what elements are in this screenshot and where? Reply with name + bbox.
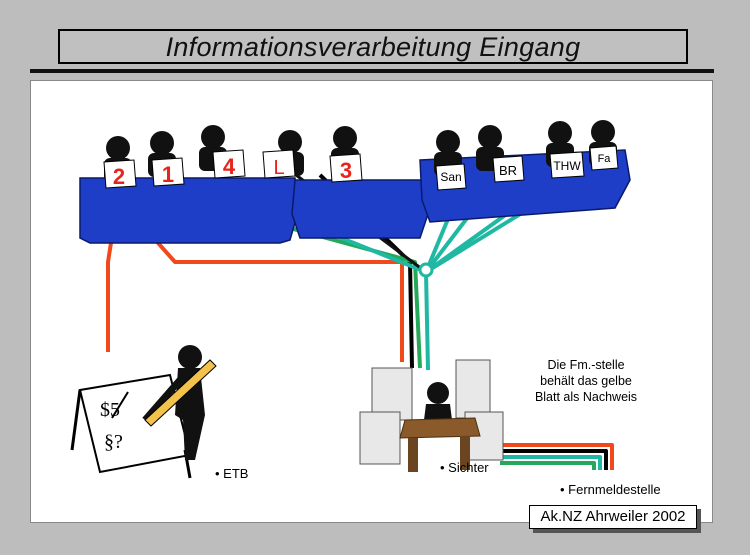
fernmelde-red [500, 443, 614, 470]
title-box: Informationsverarbeitung Eingang [58, 29, 688, 64]
etb-figure: $5 §? [70, 345, 217, 479]
note-line: Blatt als Nachweis [534, 390, 638, 404]
desk-sign-4: 4 [223, 154, 236, 179]
title-underline [30, 69, 714, 73]
junction-node [418, 262, 434, 278]
desk-sign-2: 2 [113, 164, 125, 189]
desk-sign-fa: Fa [598, 153, 612, 165]
sichter-figure [359, 359, 504, 472]
desk-sign-l: L [273, 157, 284, 179]
svg-text:$5: $5 [100, 399, 120, 421]
desk-sign-san: San [440, 170, 461, 184]
fernmelde-green [500, 461, 596, 470]
fernmelde-black [500, 449, 608, 470]
label-etb: • ETB [215, 466, 249, 481]
note-fm-stelle: Die Fm.-stelle behält das gelbe Blatt al… [512, 357, 660, 405]
note-line: behält das gelbe [540, 374, 632, 388]
fernmelde-teal [500, 455, 602, 470]
slide-title: Informationsverarbeitung Eingang [165, 32, 581, 62]
table-middle [291, 179, 429, 239]
label-sichter: • Sichter [440, 460, 489, 475]
credit-box: Ak.NZ Ahrweiler 2002 [529, 505, 697, 529]
svg-text:§?: §? [104, 431, 123, 453]
desk-sign-br: BR [499, 163, 517, 178]
teal-line-main [424, 271, 430, 371]
desk-sign-3: 3 [340, 158, 352, 183]
note-line: Die Fm.-stelle [547, 358, 625, 372]
desk-sign-1: 1 [162, 162, 174, 187]
label-fernmeldestelle: • Fernmeldestelle [560, 482, 661, 497]
desk-signs: 2 1 4 L 3 San BR THW Fa [103, 145, 619, 191]
desk-sign-thw: THW [553, 159, 581, 173]
